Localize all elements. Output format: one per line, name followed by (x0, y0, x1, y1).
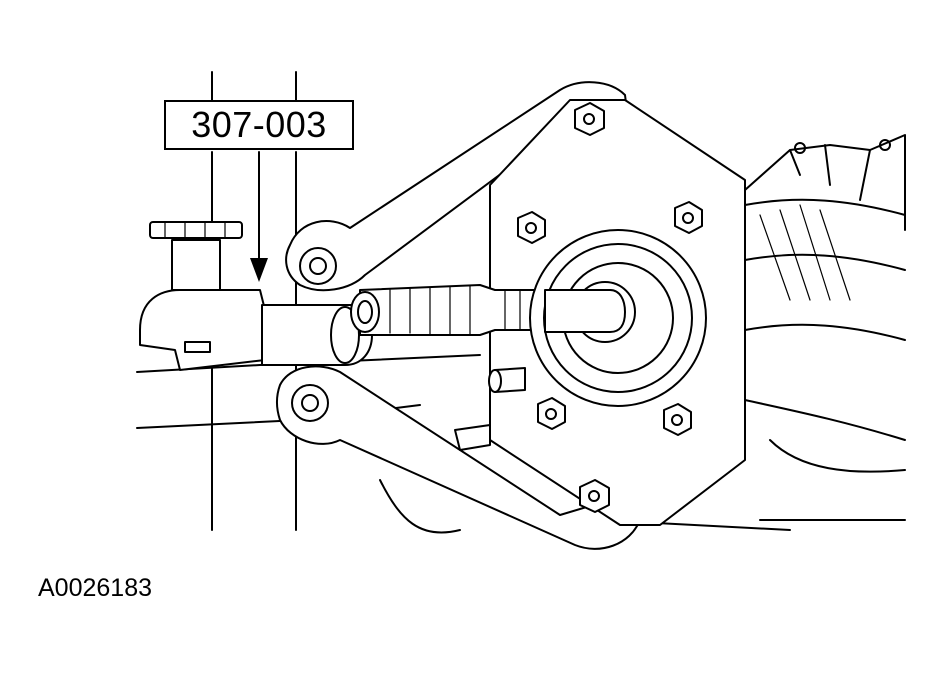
callout-arrow (250, 151, 268, 282)
tool-number-callout: 307-003 (164, 100, 354, 150)
bearing-ring (529, 229, 707, 407)
tool-number-label: 307-003 (191, 104, 327, 145)
puller-lower-arm (276, 365, 641, 550)
dowel-pin (488, 367, 526, 393)
figure-id-label: A0026183 (38, 574, 153, 602)
bracket (454, 424, 491, 451)
bolt-icon (663, 403, 692, 436)
bolt-icon (517, 211, 546, 244)
bolt-icon (579, 479, 610, 513)
output-shaft (350, 284, 546, 336)
bolt-icon (674, 201, 703, 234)
bolt-icon (537, 397, 566, 430)
transmission-housing (744, 134, 906, 521)
plate-bolts (517, 102, 703, 513)
bolt-icon (574, 102, 605, 136)
